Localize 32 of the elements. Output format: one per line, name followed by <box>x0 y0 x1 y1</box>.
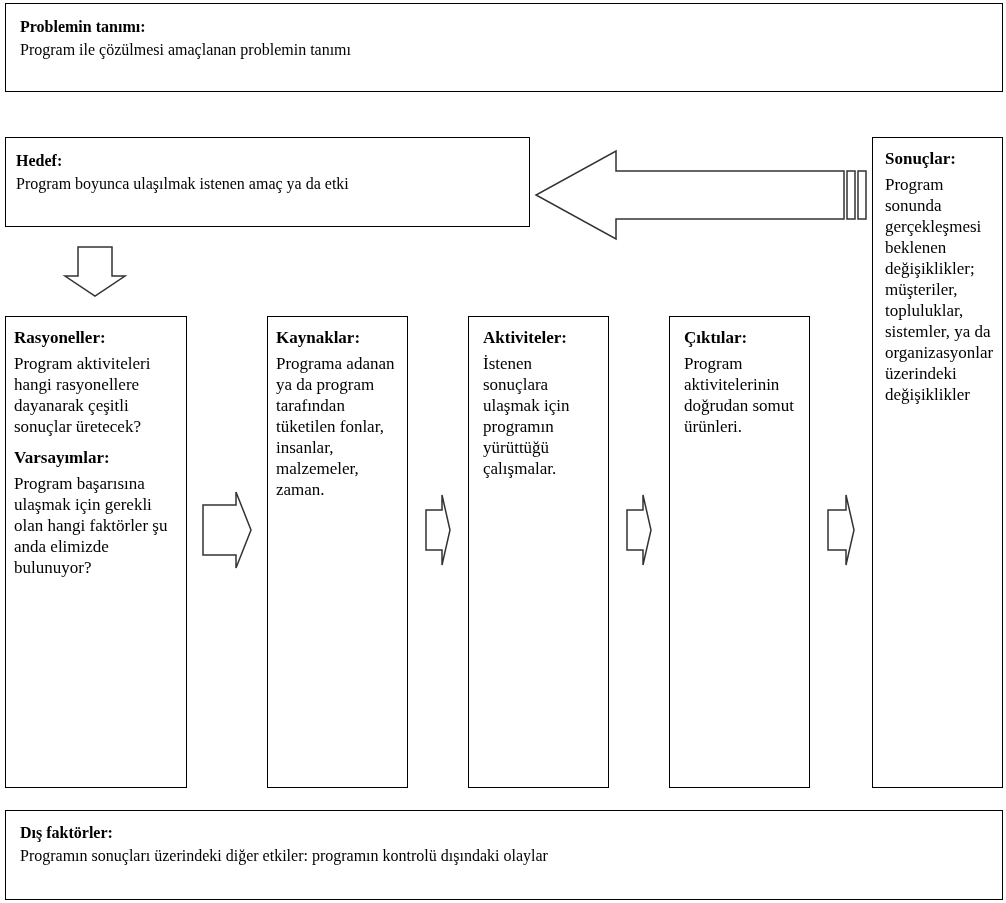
box-heading: Problemin tanımı: <box>20 17 147 37</box>
box-heading: Sonuçlar: <box>885 148 957 169</box>
box-heading: Çıktılar: <box>684 327 749 348</box>
external-factors-box <box>5 810 1003 900</box>
outputs-box <box>669 316 810 788</box>
block-arrow <box>202 491 252 569</box>
outcomes-box <box>872 137 1003 788</box>
box-description: Program sonunda gerçekleşmesi beklenen değişiklikler; müşteriler, topluluklar, sistemler, ya da organizasyonlar üzerindeki değişiklikler <box>885 174 995 405</box>
block-arrow <box>626 494 652 566</box>
box-description: Program boyunca ulaşılmak istenen amaç ya da etki <box>16 174 350 194</box>
goal-box <box>5 137 530 227</box>
box-heading: Aktiviteler: <box>483 327 569 348</box>
box-description: Programa adanan ya da program tarafından tüketilen fonlar, insanlar, malzemeler, zaman. <box>276 353 396 500</box>
block-arrow <box>425 494 451 566</box>
box-description: Programın sonuçları üzerindeki diğer etkiler: programın kontrolü dışındaki olaylar <box>20 846 549 866</box>
box-description: Program aktiviteleri hangi rasyonellere dayanarak çeşitli sonuçlar üretecek? <box>14 353 152 437</box>
box-heading: Varsayımlar: <box>14 447 111 468</box>
block-arrow <box>827 494 855 566</box>
box-description: Program aktivitelerinin doğrudan somut ürünleri. <box>684 353 796 437</box>
resources-box <box>267 316 408 788</box>
definition-box <box>5 3 1003 92</box>
box-heading: Hedef: <box>16 151 64 171</box>
rationale-box <box>5 316 187 788</box>
box-description: İstenen sonuçlara ulaşmak için programın yürüttüğü çalışmalar. <box>483 353 571 479</box>
block-arrow <box>62 246 128 297</box>
box-description: Program ile çözülmesi amaçlanan problemin tanımı <box>20 40 352 60</box>
box-heading: Rasyoneller: <box>14 327 107 348</box>
activities-box <box>468 316 609 788</box>
box-description: Program başarısına ulaşmak için gerekli olan hangi faktörler şu anda elimizde bulunuyor? <box>14 473 169 578</box>
box-heading: Dış faktörler: <box>20 823 114 843</box>
box-heading: Kaynaklar: <box>276 327 362 348</box>
block-arrow <box>534 149 867 241</box>
